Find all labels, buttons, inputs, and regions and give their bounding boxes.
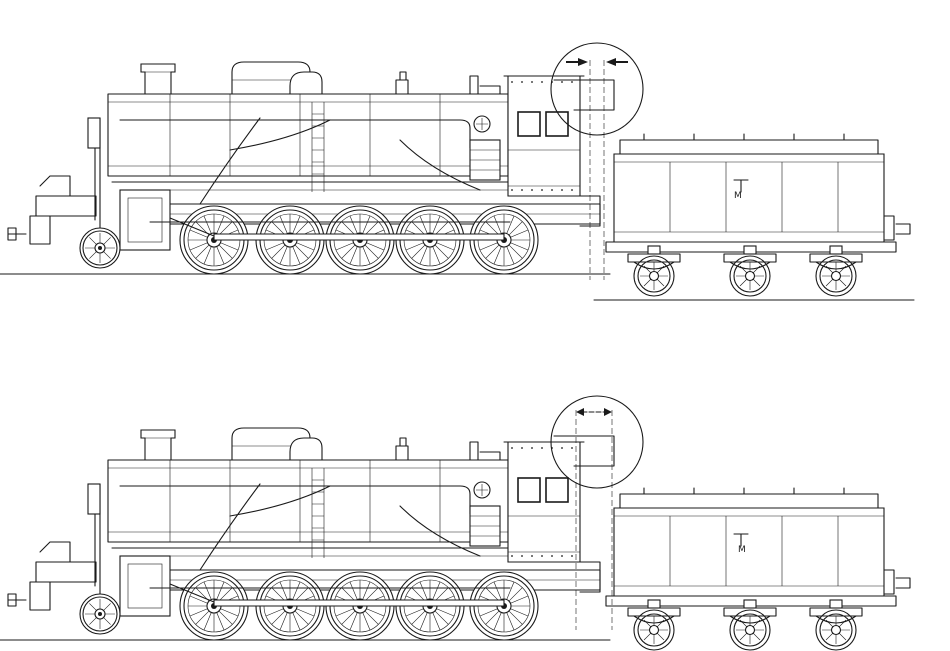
tender-marking-top: M [734,191,742,201]
arrow-left-icon [576,408,584,416]
tender-top [594,134,914,300]
bottom-view: M [0,396,914,651]
locomotive-bottom [0,428,610,640]
arrow-left-icon [606,58,628,66]
arrow-right-icon [604,408,612,416]
arrow-right-icon [566,58,588,66]
tender-bottom [594,488,914,651]
tender-marking-bottom: M [738,545,746,555]
locomotive-top [0,62,610,274]
top-view: M [0,43,914,300]
